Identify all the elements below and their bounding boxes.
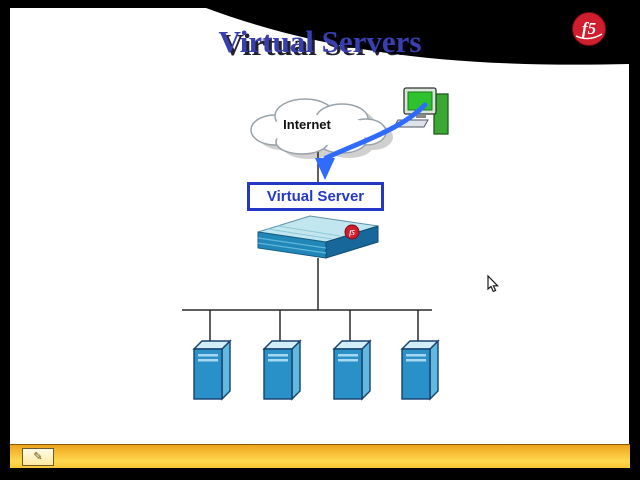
- slide-title: Virtual Servers: [218, 24, 422, 59]
- server-tower: [400, 339, 440, 401]
- bigip-appliance: f5: [257, 215, 379, 259]
- appliance-f5-text: f5: [349, 229, 355, 237]
- appliance-f5-ball: [344, 224, 360, 240]
- pencil-icon: ✎: [33, 450, 43, 463]
- pencil-tool-button[interactable]: ✎: [22, 448, 54, 466]
- mouse-cursor-icon: [487, 274, 500, 293]
- internet-label: Internet: [283, 117, 331, 132]
- network-bus: [182, 258, 432, 342]
- f5-logo: f5: [571, 11, 607, 47]
- virtual-server-label: Virtual Server: [266, 188, 365, 205]
- workstation-icon: [393, 87, 449, 135]
- server-tower: [192, 339, 232, 401]
- slide: Virtual Servers f5: [10, 8, 629, 444]
- f5-logo-text: f5: [582, 19, 597, 38]
- virtual-server-box: Virtual Server: [247, 182, 384, 211]
- diagram-canvas: f5: [182, 87, 500, 401]
- curved-arrow-icon: [315, 102, 428, 180]
- f5-logo-swoosh: [575, 33, 603, 40]
- server-tower: [262, 339, 302, 401]
- cloud-icon: [250, 98, 387, 155]
- annotation-toolbar: ✎: [10, 444, 630, 468]
- server-tower: [332, 339, 372, 401]
- slide-swoosh-decoration: [206, 8, 629, 65]
